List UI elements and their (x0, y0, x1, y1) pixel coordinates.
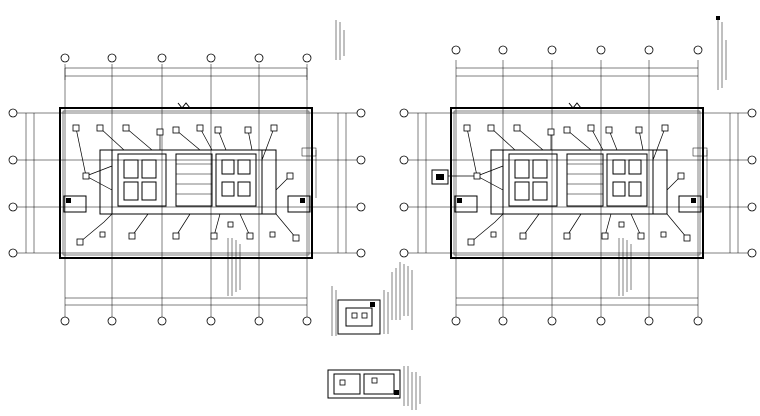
entrance-mark (177, 102, 191, 109)
axis-bubbles-sides (8, 108, 366, 258)
bottom-dimension-lines (456, 297, 698, 306)
building-core (99, 149, 277, 215)
top-dimension-lines (64, 67, 308, 80)
upper-detail-block (331, 262, 413, 336)
corner-rooms (431, 169, 702, 213)
axis-bubbles-top (451, 45, 703, 55)
floor-plan-left (8, 20, 366, 326)
axis-bubbles-bottom (60, 316, 312, 326)
electrical-devices (463, 124, 691, 246)
panel-schedule-annotations (618, 147, 708, 296)
top-dimension-lines (456, 67, 698, 77)
lower-detail-block (327, 366, 421, 410)
wiring-runs (75, 127, 297, 243)
exterior-wall-inner (453, 110, 701, 256)
side-dimension-lines (417, 113, 739, 253)
side-dimension-lines (25, 113, 347, 253)
floor-plan-right (399, 16, 757, 326)
plan-title-vertical (335, 20, 345, 60)
plan-title-vertical (716, 16, 727, 90)
building-core (490, 149, 668, 215)
electrical-devices (72, 124, 300, 246)
entrance-mark (568, 102, 582, 109)
corner-rooms (63, 195, 311, 213)
axis-bubbles-top (60, 53, 312, 63)
grid-lines-vertical (64, 64, 308, 318)
grid-lines-horizontal (406, 112, 750, 254)
exterior-wall-inner (62, 110, 310, 256)
grid-lines-vertical (455, 60, 699, 318)
panel-schedule-annotations (227, 147, 317, 296)
axis-bubbles-bottom (451, 316, 703, 326)
axis-bubbles-sides (399, 108, 757, 258)
bottom-dimension-lines (65, 297, 307, 306)
grid-lines-horizontal (16, 112, 360, 254)
